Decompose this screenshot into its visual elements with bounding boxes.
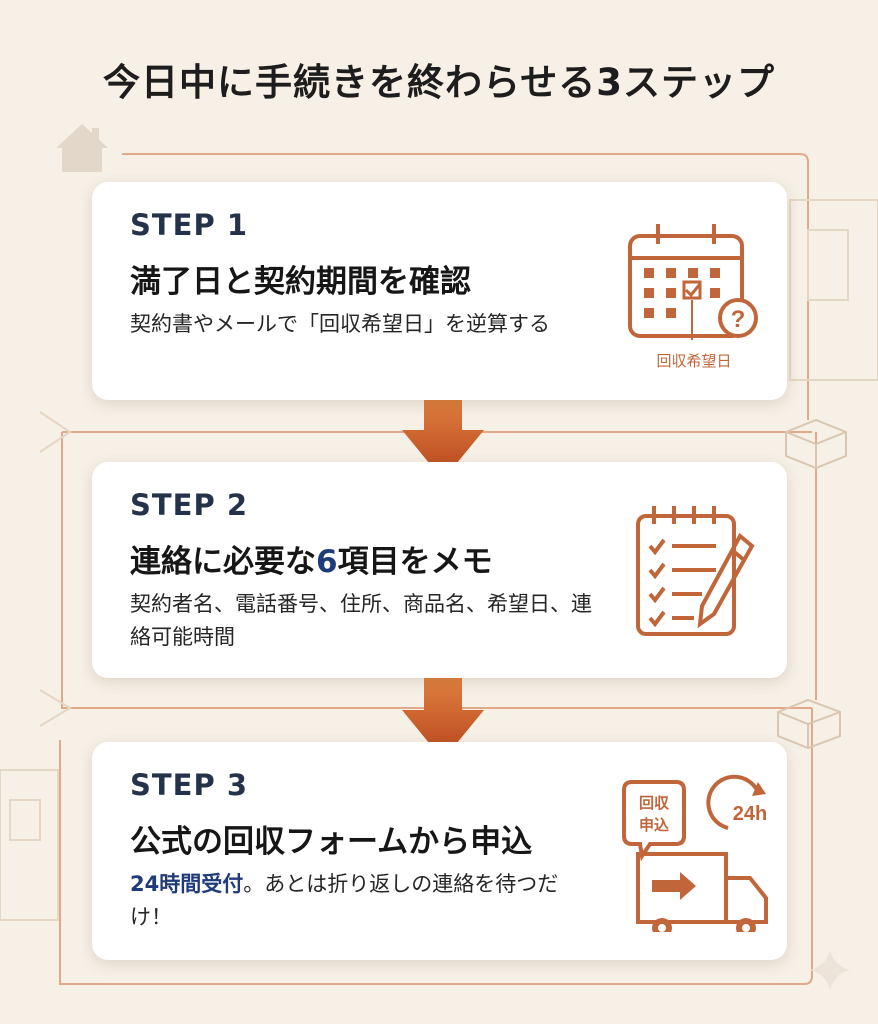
step-1-card: STEP 1 満了日と契約期間を確認 契約書やメールで「回収希望日」を逆算する … (92, 182, 787, 400)
checklist-pen-icon (636, 506, 755, 636)
down-arrow-icon (402, 676, 484, 760)
heading-text: 連絡に必要な (130, 544, 316, 580)
step-2-card: STEP 2 連絡に必要な6項目をメモ 契約者名、電話番号、住所、商品名、希望日… (92, 462, 787, 678)
bubble-text: 申込 (639, 816, 669, 834)
step-description: 契約者名、電話番号、住所、商品名、希望日、連絡可能時間 (130, 592, 592, 649)
house-icon (56, 124, 108, 172)
sparkle-icon (810, 950, 850, 990)
badge-24h: 24h (733, 803, 767, 825)
page-title: 今日中に手続きを終わらせる3ステップ (102, 61, 775, 104)
step-description: 24時間受付。あとは折り返しの連絡を待つだけ！ (130, 868, 600, 934)
svg-text:?: ? (731, 306, 746, 333)
step-heading: 満了日と契約期間を確認 (130, 264, 471, 300)
truck-24h-icon: 回収 申込 24h (622, 774, 768, 932)
calendar-question-icon: ? 回収希望日 (628, 224, 758, 370)
box-icon (785, 418, 847, 470)
step-heading: 連絡に必要な6項目をメモ (130, 536, 493, 581)
step-label: STEP 2 (130, 488, 249, 522)
icon-label: 回収希望日 (656, 352, 731, 370)
bubble-text: 回収 (639, 794, 670, 812)
desc-highlight: 24時間受付 (130, 872, 244, 896)
step-description: 契約書やメールで「回収希望日」を逆算する (130, 312, 550, 336)
down-arrow-icon (402, 396, 484, 480)
step-heading: 公式の回収フォームから申込 (130, 824, 533, 860)
step-label: STEP 1 (130, 208, 249, 242)
step-label: STEP 3 (130, 768, 249, 802)
heading-number: 6 (316, 544, 338, 580)
step-3-card: STEP 3 公式の回収フォームから申込 24時間受付。あとは折り返しの連絡を待… (92, 742, 787, 960)
heading-text: 項目をメモ (337, 544, 493, 580)
box-icon (777, 698, 841, 750)
desc-text: 。あとは折り返しの連絡を待つだけ！ (130, 872, 559, 929)
